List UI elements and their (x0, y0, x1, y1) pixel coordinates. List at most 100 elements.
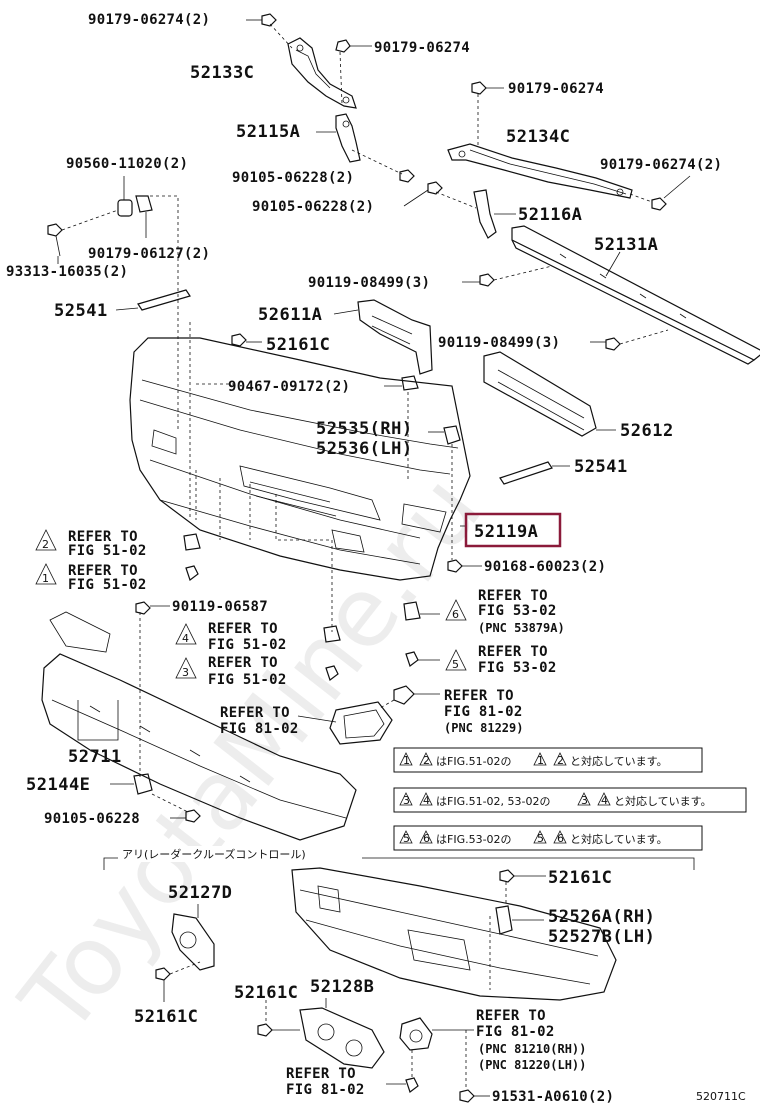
note-2-b: 4 (423, 794, 430, 807)
ref-lamp-line1: REFER TO (220, 705, 290, 721)
note-2-d: 4 (601, 794, 608, 807)
figure-number: 520711C (696, 1090, 746, 1103)
label-52119a[interactable]: 52119A (474, 522, 538, 542)
ref-81229-line3: (PNC 81229) (444, 721, 523, 735)
ref-6-line2: FIG 53-02 (478, 603, 557, 619)
label-90179-06274-c: 90179-06274(2) (600, 157, 722, 173)
label-90119-08499-b: 90119-08499(3) (438, 335, 560, 351)
note-3-c: 5 (537, 832, 544, 845)
svg-text:5: 5 (452, 658, 459, 671)
bracket-52116a-drawing (473, 189, 497, 239)
label-52133c: 52133C (190, 63, 254, 83)
reinforcement-52131a-drawing (511, 225, 760, 365)
bolt-90179-b (471, 81, 487, 95)
ref-81210-line2: FIG 81-02 (476, 1024, 555, 1040)
svg-text:4: 4 (182, 632, 189, 645)
note-2-tail: と対応しています。 (614, 794, 712, 808)
strip-52541-b-drawing (499, 461, 553, 485)
note-3-tail: と対応しています。 (570, 832, 668, 846)
ref-3-line2: FIG 51-02 (208, 672, 287, 688)
bolt-90105-a (399, 169, 415, 183)
label-90105-06228-a: 90105-06228(2) (232, 170, 354, 186)
bolt-90119-c (135, 601, 151, 615)
label-90467-09172: 90467-09172(2) (228, 379, 350, 395)
ref-block-4: REFER TO FIG 51-02 (208, 621, 286, 653)
label-90560-11020: 90560-11020(2) (66, 156, 188, 172)
screw-52161c-b-drawing (155, 967, 171, 981)
highlight-box-52119a (464, 512, 562, 548)
label-52144e: 52144E (26, 775, 90, 795)
bolt-90179-top (261, 13, 277, 27)
ref-5-line1: REFER TO (478, 644, 548, 660)
ref-lamp-line2: FIG 81-02 (220, 721, 299, 737)
screw-52161c-c-drawing (257, 1023, 273, 1037)
svg-text:1: 1 (42, 572, 49, 585)
note-1-d: 2 (557, 754, 564, 767)
ref-81210-line1: REFER TO (476, 1008, 546, 1024)
label-52134c: 52134C (506, 127, 570, 147)
screw-52161c-d-drawing (499, 869, 515, 883)
ref-6-line3: (PNC 53879A) (478, 621, 565, 635)
ref-4-line1: REFER TO (208, 621, 278, 637)
ref-block-81210: REFER TO FIG 81-02 (PNC 81210(RH)) (PNC … (476, 1008, 586, 1072)
bracket-52115a-drawing (335, 113, 361, 163)
note-1-a: 1 (403, 754, 410, 767)
ref-81229-line1: REFER TO (444, 688, 514, 704)
bracket-52133c-drawing (287, 37, 357, 109)
fastener-ref4-drawing (323, 625, 341, 643)
note-2-a: 3 (403, 794, 410, 807)
fog-lamp-drawing (399, 1017, 433, 1051)
note-box-3: 5 6 はFIG.53-02の 5 6 と対応しています。 (393, 825, 703, 851)
screw-lamp-drawing (405, 1077, 419, 1093)
label-90168-60023: 90168-60023(2) (484, 559, 606, 575)
note-3-text: はFIG.53-02の (436, 833, 512, 846)
label-52526a-rh: 52526A(RH) (548, 907, 655, 927)
label-52611a: 52611A (258, 305, 322, 325)
bracket-52526a-drawing (495, 905, 513, 935)
label-52161c-c: 52161C (234, 983, 298, 1003)
cover-52127d-drawing (171, 913, 215, 971)
label-91531-a0610: 91531-A0610(2) (492, 1089, 614, 1105)
ref-6-line1: REFER TO (478, 588, 548, 604)
ref-2-line2: FIG 51-02 (68, 543, 147, 559)
ref-1-line2: FIG 51-02 (68, 577, 147, 593)
fastener-ref1-drawing (185, 565, 199, 581)
ref-block-lamp: REFER TO FIG 81-02 (220, 705, 299, 737)
ref-81220-line3: (PNC 81220(LH)) (478, 1058, 586, 1072)
ref-bottom-line2: FIG 81-02 (286, 1082, 365, 1098)
ref-block-3: REFER TO FIG 51-02 (208, 655, 287, 688)
label-52115a: 52115A (236, 122, 300, 142)
note-3-b: 6 (423, 832, 430, 845)
bracket-52535-drawing (443, 425, 461, 445)
label-52161c-d: 52161C (548, 868, 612, 888)
bolt-90179-a (335, 39, 351, 53)
bolt-90105-b (427, 181, 443, 195)
label-90119-06587: 90119-06587 (172, 599, 268, 615)
section-bracket (103, 857, 695, 870)
label-52536-lh: 52536(LH) (316, 439, 413, 459)
label-90105-06228-c: 90105-06228 (44, 811, 140, 827)
label-90179-06127: 90179-06127(2) (88, 246, 210, 262)
ref-bottom-line1: REFER TO (286, 1066, 356, 1082)
label-90179-06274-a: 90179-06274 (374, 40, 470, 56)
label-90179-06274-top: 90179-06274(2) (88, 12, 210, 28)
note-2-c: 3 (581, 794, 588, 807)
label-52127d: 52127D (168, 883, 232, 903)
label-52161c-b: 52161C (134, 1007, 198, 1027)
ref-block-81229: REFER TO FIG 81-02 (PNC 81229) (444, 688, 523, 735)
radar-bumper-drawing (291, 867, 617, 1001)
lamp-cover-drawing (329, 701, 393, 745)
ref-81210-line3: (PNC 81210(RH)) (478, 1042, 586, 1056)
screw-90168-drawing (447, 559, 463, 573)
ref-block-5: REFER TO FIG 53-02 (478, 644, 556, 676)
label-52116a: 52116A (518, 205, 582, 225)
ref-81229-line2: FIG 81-02 (444, 704, 523, 720)
note-1-text: はFIG.51-02の (436, 755, 512, 768)
label-93313-16035: 93313-16035(2) (6, 264, 128, 280)
label-52128b: 52128B (310, 977, 374, 997)
absorber-52611a-drawing (357, 299, 433, 375)
note-2-text: はFIG.51-02, 53-02の (436, 795, 551, 808)
svg-text:6: 6 (452, 608, 459, 621)
bolt-90105-c (185, 809, 201, 823)
svg-text:3: 3 (182, 666, 189, 679)
